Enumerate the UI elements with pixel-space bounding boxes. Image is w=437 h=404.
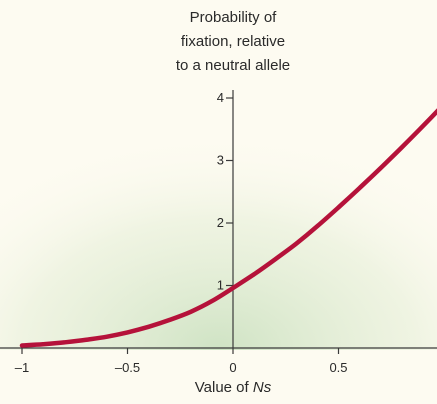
y-tick-label: 1 bbox=[217, 278, 224, 293]
background-glow bbox=[0, 60, 437, 350]
x-tick-label: 0.5 bbox=[329, 360, 347, 375]
x-axis-title: Value of Ns bbox=[195, 379, 272, 396]
y-axis-title-line-2: fixation, relative bbox=[181, 33, 285, 50]
x-tick-label: –1 bbox=[15, 360, 29, 375]
fixation-probability-line bbox=[19, 108, 437, 348]
x-tick-label: 0 bbox=[229, 360, 236, 375]
x-tick-label: –0.5 bbox=[115, 360, 140, 375]
x-axis-title-variable: Ns bbox=[253, 379, 272, 396]
ticks: –1 –0.5 0 0.5 1 2 3 4 bbox=[15, 90, 348, 375]
y-axis-title-line-1: Probability of bbox=[190, 9, 278, 26]
x-axis-title-prefix: Value of bbox=[195, 379, 253, 396]
y-tick-label: 4 bbox=[217, 90, 224, 105]
y-axis-title-line-3: to a neutral allele bbox=[176, 57, 290, 74]
axes bbox=[0, 90, 437, 349]
y-tick-label: 3 bbox=[217, 153, 224, 168]
y-tick-label: 2 bbox=[217, 215, 224, 230]
